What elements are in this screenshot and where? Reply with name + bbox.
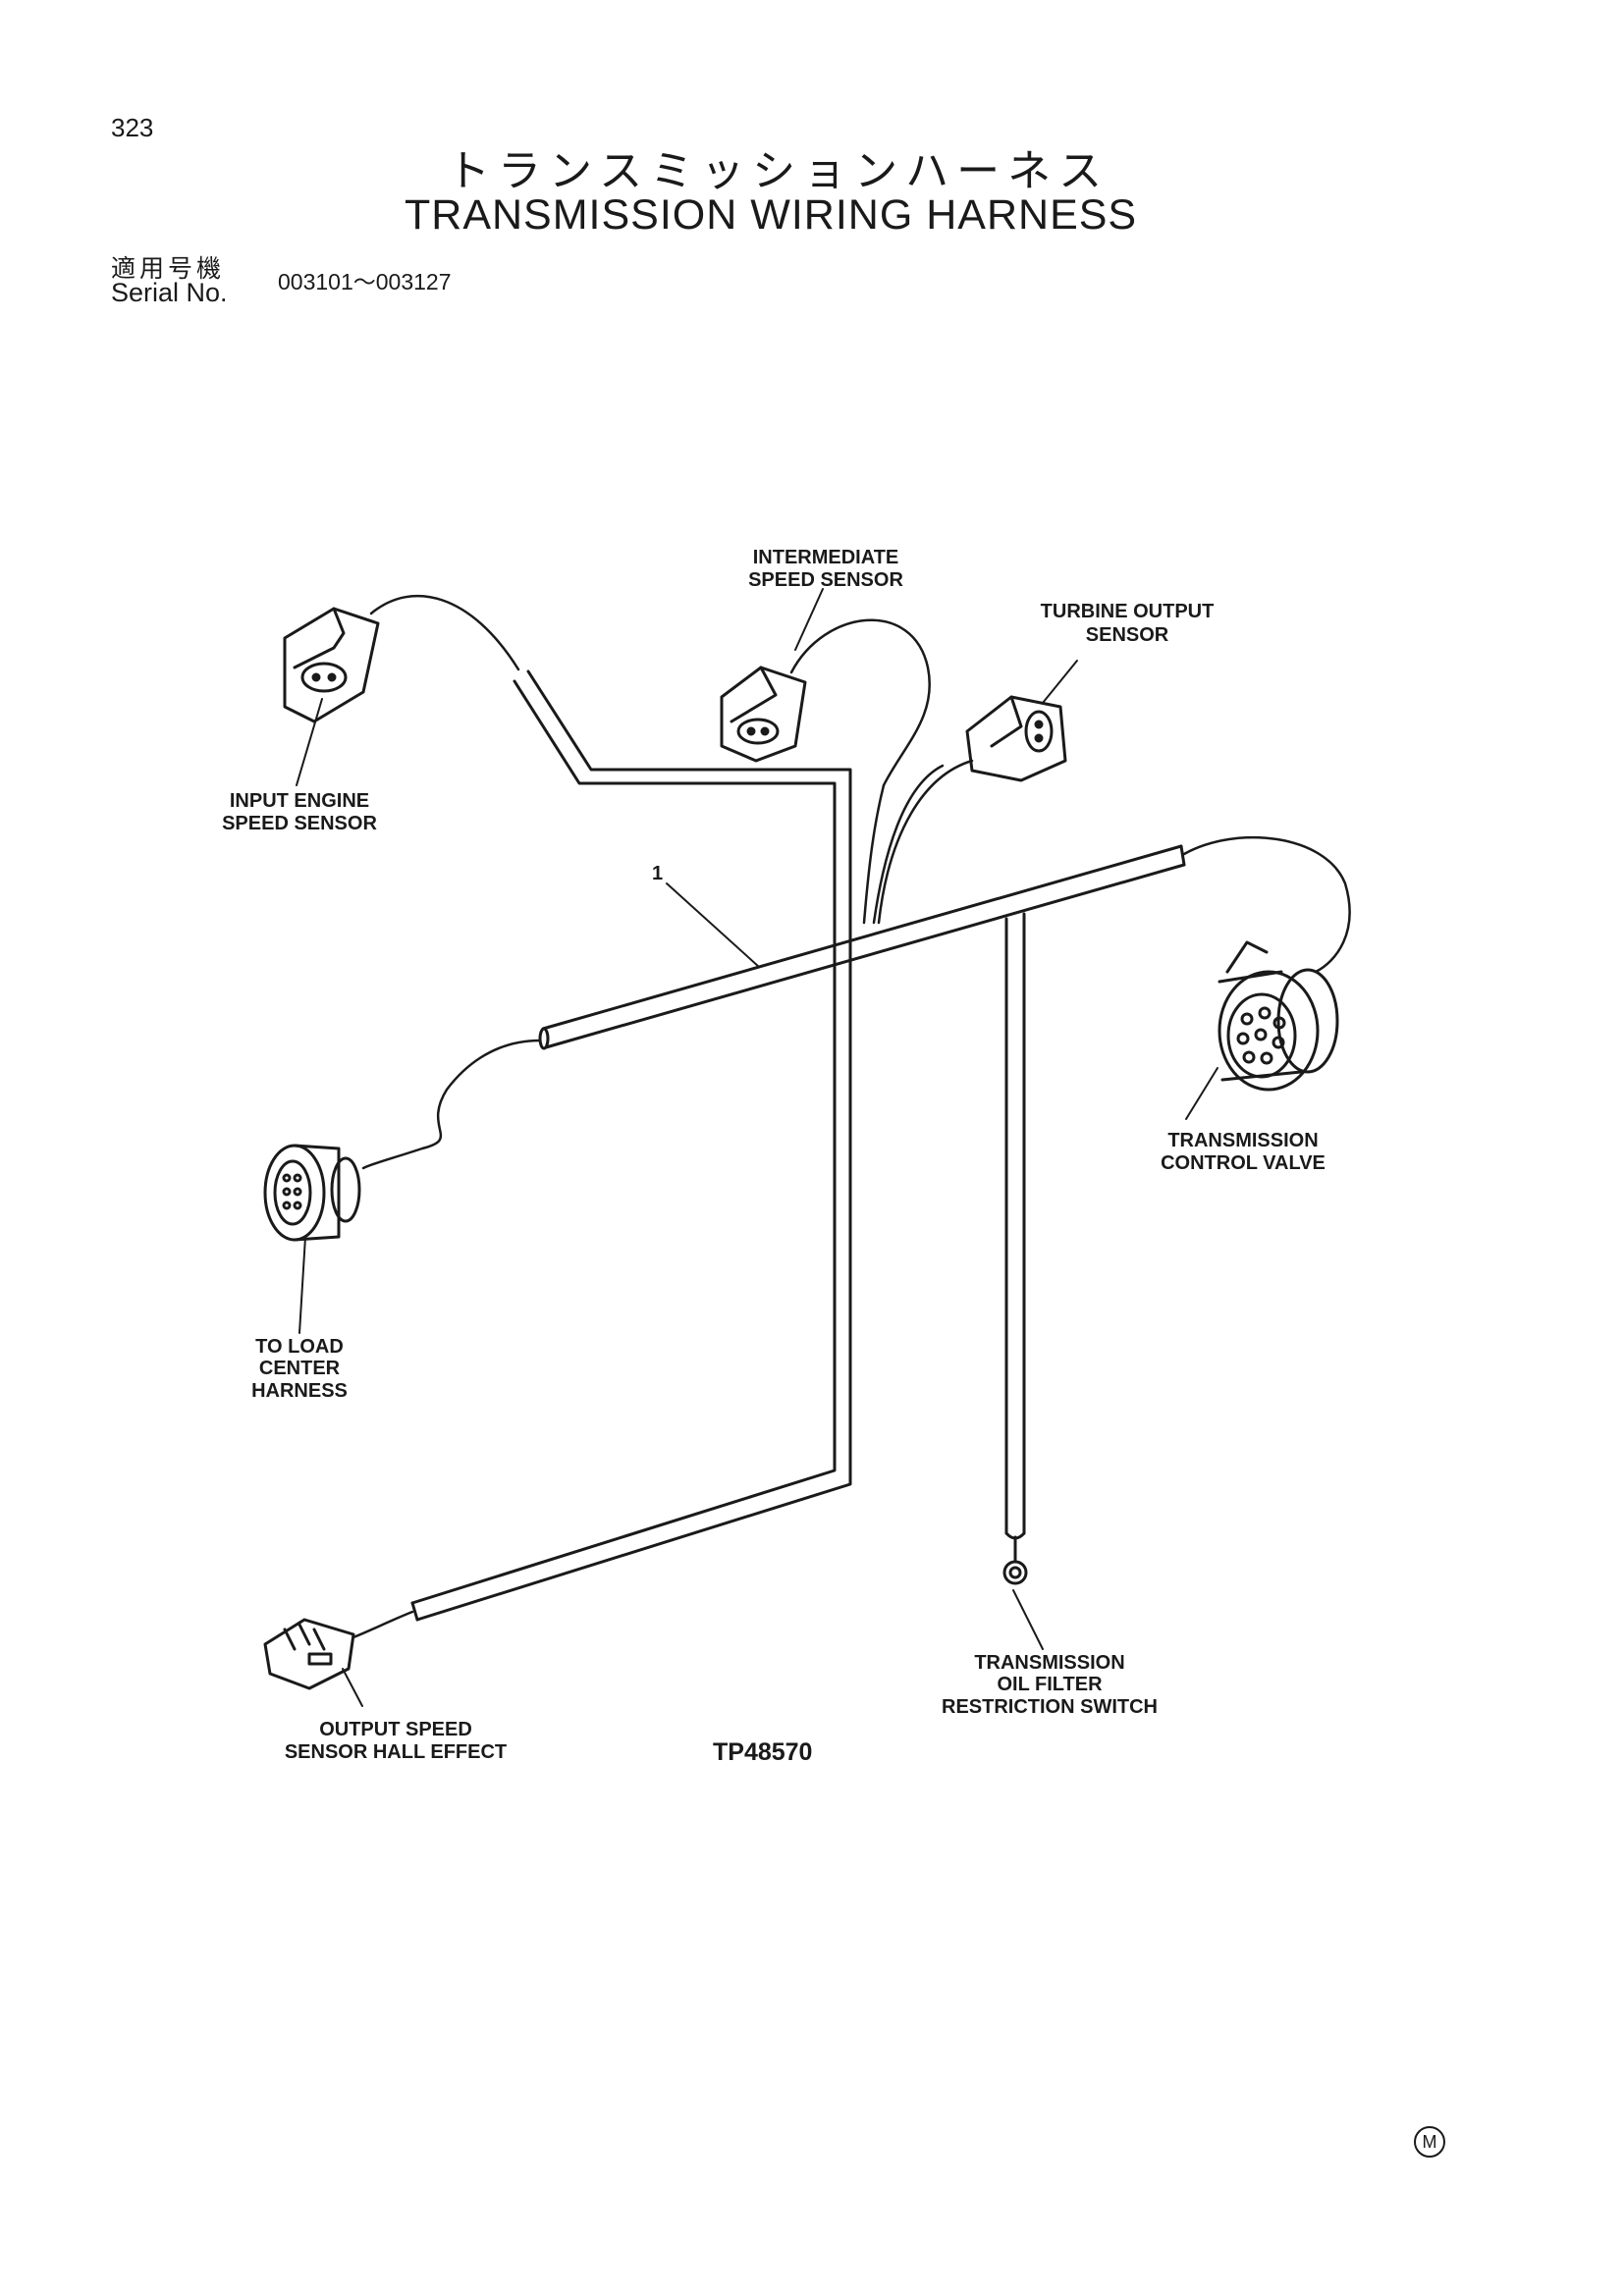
main-harness-trunk xyxy=(538,844,1186,1050)
label-intermediate-speed-sensor: INTERMEDIATE SPEED SENSOR xyxy=(748,547,903,591)
load-center-connector xyxy=(263,1144,361,1242)
output-speed-sensor-connector xyxy=(263,1618,355,1690)
turbine-output-sensor-connector xyxy=(965,695,1067,782)
reference-code: TP48570 xyxy=(713,1738,812,1766)
oil-filter-switch xyxy=(1002,1535,1028,1585)
item-number-label: 1 xyxy=(652,863,663,884)
label-input-engine-speed-sensor: INPUT ENGINE SPEED SENSOR xyxy=(222,790,377,834)
svg-text:SENSOR: SENSOR xyxy=(1086,624,1169,646)
svg-text:TURBINE OUTPUT: TURBINE OUTPUT xyxy=(1041,601,1215,622)
svg-text:CONTROL VALVE: CONTROL VALVE xyxy=(1161,1152,1326,1174)
svg-text:HARNESS: HARNESS xyxy=(251,1380,348,1402)
svg-text:TO LOAD: TO LOAD xyxy=(255,1336,344,1358)
leader-lines xyxy=(296,588,1218,1707)
svg-text:CENTER: CENTER xyxy=(259,1358,341,1379)
page-number: 323 xyxy=(111,113,154,142)
label-to-load-center-harness: TO LOAD CENTER HARNESS xyxy=(251,1336,348,1402)
svg-text:TRANSMISSION: TRANSMISSION xyxy=(1167,1130,1318,1151)
label-output-speed-sensor: OUTPUT SPEED SENSOR HALL EFFECT xyxy=(285,1719,507,1763)
svg-text:OIL FILTER: OIL FILTER xyxy=(997,1674,1103,1695)
svg-text:SENSOR HALL EFFECT: SENSOR HALL EFFECT xyxy=(285,1741,507,1763)
input-engine-sensor-connector xyxy=(283,607,380,723)
serial-range: 003101～003127 xyxy=(278,269,452,294)
svg-text:OUTPUT SPEED: OUTPUT SPEED xyxy=(319,1719,472,1740)
serial-label-japanese: 適用号機 xyxy=(111,254,226,283)
control-valve-connector xyxy=(1218,940,1339,1092)
intermediate-sensor-connector xyxy=(720,666,807,763)
svg-text:SPEED SENSOR: SPEED SENSOR xyxy=(222,813,377,834)
label-transmission-control-valve: TRANSMISSION CONTROL VALVE xyxy=(1161,1130,1326,1174)
svg-text:SPEED SENSOR: SPEED SENSOR xyxy=(748,569,903,591)
svg-text:INPUT ENGINE: INPUT ENGINE xyxy=(230,790,369,812)
serial-label-english: Serial No. xyxy=(111,278,228,307)
title-japanese: トランスミッションハーネス xyxy=(447,146,1110,196)
title-english: TRANSMISSION WIRING HARNESS xyxy=(405,191,1138,239)
svg-text:TRANSMISSION: TRANSMISSION xyxy=(974,1652,1124,1674)
svg-text:RESTRICTION SWITCH: RESTRICTION SWITCH xyxy=(942,1696,1158,1718)
sensor-lead-wires xyxy=(352,594,1351,1639)
svg-text:INTERMEDIATE: INTERMEDIATE xyxy=(753,547,899,568)
corner-mark: M xyxy=(1414,2126,1445,2158)
label-oil-filter-restriction-switch: TRANSMISSION OIL FILTER RESTRICTION SWIT… xyxy=(942,1652,1158,1718)
vertical-harness-bundle xyxy=(410,669,852,1622)
oil-filter-branch xyxy=(1004,912,1026,1540)
label-turbine-output-sensor: TURBINE OUTPUT SENSOR xyxy=(1041,601,1215,646)
